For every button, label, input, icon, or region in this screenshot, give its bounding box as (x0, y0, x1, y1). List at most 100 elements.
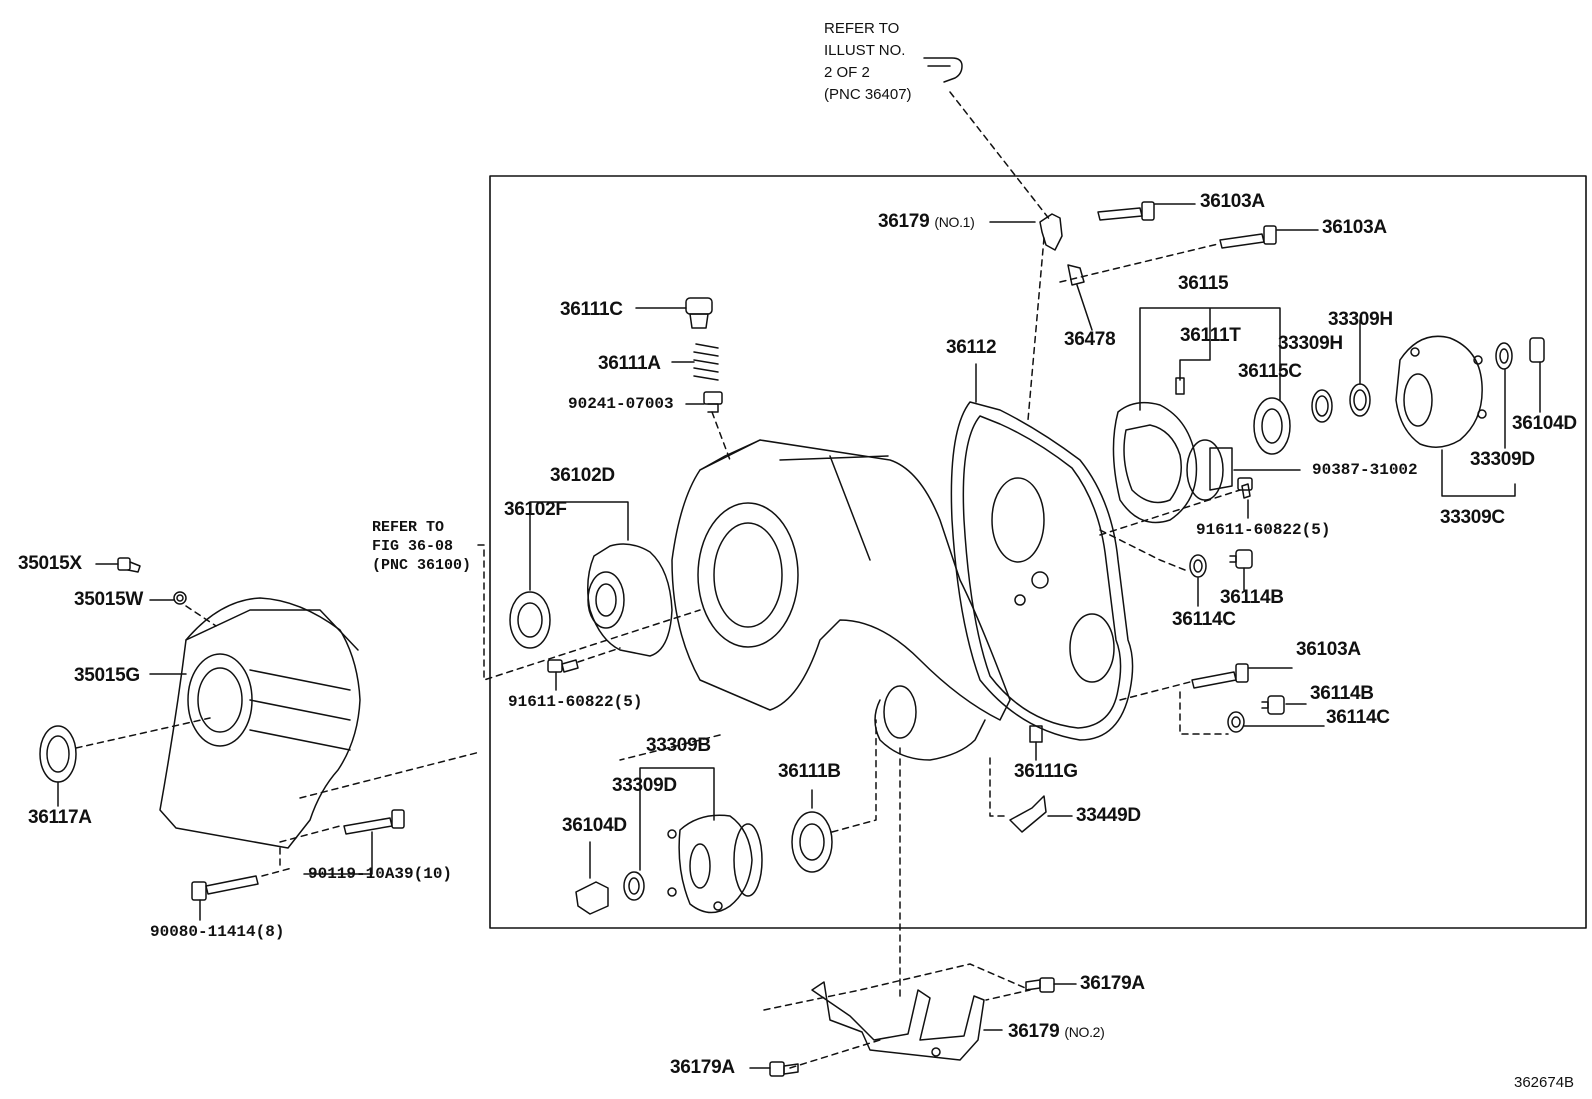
bolt-91611-right (1237, 477, 1253, 499)
label-35015W: 35015W (74, 589, 143, 610)
label-36117A: 36117A (28, 807, 92, 828)
plug-36114B-bottom (1261, 695, 1285, 715)
label-36179-no1: 36179 (NO.1) (878, 211, 975, 232)
dashed-guide (789, 1039, 881, 1069)
dashed-guide (1179, 691, 1229, 735)
label-36478: 36478 (1064, 329, 1116, 350)
clip-36478 (1067, 264, 1085, 286)
cover-36115 (1112, 401, 1224, 524)
label-36102D: 36102D (550, 465, 615, 486)
washer-36114C-bottom (1227, 711, 1245, 733)
dashed-guide (279, 825, 341, 843)
figure-id: 362674B (1514, 1074, 1575, 1091)
washer-33309D (1495, 342, 1513, 370)
bolt-91611-left (547, 659, 579, 673)
plug-36111C (685, 297, 713, 329)
label-36115C: 36115C (1238, 361, 1302, 382)
dashed-guide (75, 717, 211, 749)
label-36111B: 36111B (778, 761, 841, 782)
label-91611-60822-right: 91611-60822(5) (1196, 521, 1331, 539)
dashed-guide (1119, 681, 1191, 701)
label-35015G: 35015G (74, 665, 140, 686)
label-36114C-2: 36114C (1326, 707, 1390, 728)
label-36114B-1: 36114B (1220, 587, 1284, 608)
dashed-guide (989, 757, 1009, 817)
label-33309H-1: 33309H (1328, 309, 1393, 330)
label-36179A-1: 36179A (1080, 973, 1145, 994)
group-bracket-36102D (529, 501, 629, 591)
refer-note-top: REFER TO ILLUST NO. 2 OF 2 (PNC 36407) (824, 20, 912, 103)
bolt-36179A-right (1025, 977, 1055, 993)
flange-33309B (667, 814, 763, 914)
label-36103A-1: 36103A (1200, 191, 1265, 212)
seal-36111B (791, 811, 833, 873)
label-33309D-1: 33309D (1470, 449, 1535, 470)
bolt-36103A-third (1191, 663, 1293, 689)
label-91611-60822-left: 91611-60822(5) (508, 693, 643, 711)
bracket-36179-no1 (1039, 213, 1063, 251)
bolt-36103A-top (1097, 201, 1196, 221)
label-36114B-2: 36114B (1310, 683, 1374, 704)
pin-36111T (1175, 377, 1185, 395)
seal-36117A (39, 725, 77, 783)
label-36179-no1-suffix: (NO.1) (934, 214, 975, 230)
plug-36114B-top (1229, 549, 1253, 569)
transfer-case-body (671, 439, 1011, 761)
label-36111G: 36111G (1014, 761, 1078, 782)
leader (1076, 284, 1093, 331)
dashed-guide (831, 719, 877, 833)
label-90119-10A39: 90119-10A39(10) (308, 865, 453, 883)
dashed-guide (711, 411, 731, 461)
flange-33309C (1395, 335, 1487, 448)
label-36179-no2-suffix: (NO.2) (1064, 1024, 1105, 1040)
dashed-guide (1059, 243, 1219, 283)
dashed-guide (261, 867, 293, 877)
label-36111C: 36111C (560, 299, 623, 320)
dashed-guide (1099, 529, 1186, 571)
washer-33309D-lower (623, 871, 645, 901)
label-33449D: 33449D (1076, 805, 1141, 826)
label-36114C-1: 36114C (1172, 609, 1236, 630)
bolt-36179A-left (769, 1061, 799, 1077)
label-36112: 36112 (946, 337, 997, 358)
bolt-35015X (117, 557, 141, 573)
cover-36112 (950, 401, 1134, 741)
dashed-guide (763, 963, 1031, 1011)
group-bracket-33309B (639, 767, 715, 871)
label-33309C: 33309C (1440, 507, 1505, 528)
dashed-guide (1099, 489, 1241, 536)
bolt-90119 (343, 809, 405, 835)
dashed-guide (185, 605, 217, 627)
label-36104D-2: 36104D (562, 815, 627, 836)
label-36179A-2: 36179A (670, 1057, 735, 1078)
label-36102F: 36102F (504, 499, 567, 520)
bracket-36179-no2 (811, 981, 985, 1061)
label-90080-11414: 90080-11414(8) (150, 923, 285, 941)
washer-35015W (173, 591, 187, 605)
label-90387-31002: 90387-31002 (1312, 461, 1418, 479)
label-33309B: 33309B (646, 735, 711, 756)
label-36104D-1: 36104D (1512, 413, 1577, 434)
label-33309D-2: 33309D (612, 775, 677, 796)
leader (1441, 449, 1516, 497)
label-36103A-2: 36103A (1322, 217, 1387, 238)
bearing-36102F (509, 591, 551, 649)
label-36111T: 36111T (1180, 325, 1241, 346)
sleeve-90387 (1209, 447, 1233, 491)
leader (303, 831, 373, 875)
nut-36104D-right (1529, 337, 1545, 363)
bolt-90080 (191, 875, 259, 901)
refer-dashed-line-left (477, 544, 701, 681)
assembly-frame (489, 175, 1587, 929)
ring-33309H-b (1349, 383, 1371, 417)
dashed-guide (619, 734, 721, 761)
case-35015G (159, 597, 361, 849)
label-90241-07003: 90241-07003 (568, 395, 674, 413)
bearing-36115C (1253, 397, 1291, 455)
label-36179-no2: 36179 (NO.2) (1008, 1021, 1105, 1042)
refer-dashed-line (949, 91, 1051, 221)
sensor-33449D (1009, 795, 1047, 833)
nut-36104D-lower (575, 881, 609, 915)
